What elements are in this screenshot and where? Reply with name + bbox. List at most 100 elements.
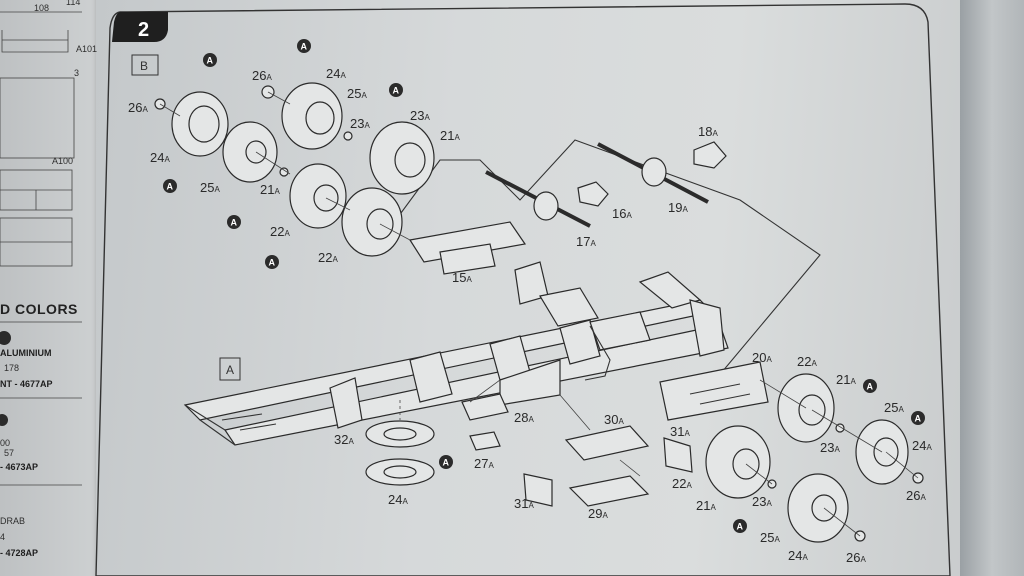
part-31a-left xyxy=(523,473,553,507)
part-label: 25A xyxy=(200,180,220,195)
paint-name-2: 00 xyxy=(0,438,10,448)
part-label: 22A xyxy=(797,354,817,369)
paint-name-3: DRAB xyxy=(0,516,25,526)
sidebar-part-drawing xyxy=(1,30,69,53)
part-label: 20A xyxy=(752,350,772,365)
sidebar-panel-drawing xyxy=(0,77,75,159)
svg-text:A: A xyxy=(443,458,450,468)
right-page xyxy=(960,0,1024,576)
callout-a-marker: A xyxy=(227,215,241,229)
part-label: 24A xyxy=(326,66,346,81)
colors-heading: D COLORS xyxy=(0,301,78,317)
part-label: 17A xyxy=(576,234,596,249)
sidebar-part-label-3: A100 xyxy=(52,156,73,166)
rear-axle xyxy=(659,361,769,421)
sidebar-part-label-2: 3 xyxy=(74,68,79,78)
box-a-label: A xyxy=(226,363,234,377)
part-label: 23A xyxy=(350,116,370,131)
svg-text:A: A xyxy=(915,414,922,424)
part-label: 24A xyxy=(150,150,170,165)
part-label: 21A xyxy=(260,182,280,197)
paint-ref-2: - 4673AP xyxy=(0,462,38,472)
part-29a xyxy=(568,475,650,507)
part-label: 21A xyxy=(696,498,716,513)
svg-text:A: A xyxy=(301,42,308,52)
part-label: 26A xyxy=(846,550,866,565)
callout-a-marker: A xyxy=(863,379,877,393)
part-label: 28A xyxy=(514,410,534,425)
callout-a-marker: A xyxy=(733,519,747,533)
part-label: 23A xyxy=(752,494,772,509)
paint-ref-1: NT - 4677AP xyxy=(0,379,53,389)
part-27a xyxy=(469,431,501,451)
callout-a-marker: A xyxy=(911,411,925,425)
part-label: 22A xyxy=(672,476,692,491)
part-label: 21A xyxy=(440,128,460,143)
callout-a-marker: A xyxy=(203,53,217,67)
paint-ref-3: - 4728AP xyxy=(0,548,38,558)
paint-icon xyxy=(0,331,11,345)
paint-code-1: 178 xyxy=(4,363,19,373)
step-badge: 2 xyxy=(112,12,168,42)
part-label: 15A xyxy=(452,270,472,285)
part-label: 24A xyxy=(788,548,808,563)
part-label: 27A xyxy=(474,456,494,471)
part-label: 25A xyxy=(760,530,780,545)
callout-a-marker: A xyxy=(297,39,311,53)
part-label: 24A xyxy=(388,492,408,507)
sidebar-number-1: 108 xyxy=(34,3,49,13)
callout-a-marker: A xyxy=(439,455,453,469)
sidebar-number-2: 114 xyxy=(66,0,80,7)
part-label: 22A xyxy=(270,224,290,239)
part-label: 32A xyxy=(334,432,354,447)
part-label: 30A xyxy=(604,412,624,427)
part-label: 23A xyxy=(820,440,840,455)
drive-shafts xyxy=(485,141,727,228)
part-30a xyxy=(564,425,650,461)
part-label: 18A xyxy=(698,124,718,139)
part-label: 25A xyxy=(347,86,367,101)
part-label: 22A xyxy=(318,250,338,265)
callout-markers: A A A A A A A A A A xyxy=(163,39,925,533)
part-label: 23A xyxy=(410,108,430,123)
part-label: 19A xyxy=(668,200,688,215)
svg-text:A: A xyxy=(167,182,174,192)
box-a xyxy=(219,357,241,381)
small-parts xyxy=(461,379,693,507)
svg-text:A: A xyxy=(231,218,238,228)
chassis-frame xyxy=(183,221,769,446)
callout-a-marker: A xyxy=(389,83,403,97)
svg-text:A: A xyxy=(269,258,276,268)
part-label: 25A xyxy=(884,400,904,415)
part-18a xyxy=(693,141,727,169)
part-label: 24A xyxy=(912,438,932,453)
part-label: 26A xyxy=(252,68,272,83)
part-label: 16A xyxy=(612,206,632,221)
sidebar: 108 114 A101 3 A100 D COLORS ALUMINIUM 1… xyxy=(0,0,97,558)
paint-code-3: 4 xyxy=(0,532,5,542)
part-label: 31A xyxy=(670,424,690,439)
box-b xyxy=(131,54,159,76)
part-label: 21A xyxy=(836,372,856,387)
part-label: 29A xyxy=(588,506,608,521)
callout-a-marker: A xyxy=(163,179,177,193)
paint-name-1: ALUMINIUM xyxy=(0,348,52,358)
part-label: 26A xyxy=(128,100,148,115)
front-axle xyxy=(409,221,527,263)
wheels-rear xyxy=(705,373,924,543)
svg-text:A: A xyxy=(867,382,874,392)
part-16a xyxy=(577,181,609,207)
instruction-frame xyxy=(95,3,951,576)
callout-leader xyxy=(383,139,821,373)
svg-text:A: A xyxy=(207,56,214,66)
sidebar-part-label-1: A101 xyxy=(76,44,97,54)
svg-text:A: A xyxy=(737,522,744,532)
part-label: 26A xyxy=(906,488,926,503)
part-28a xyxy=(461,393,509,421)
part-31a-right xyxy=(663,437,693,473)
spare-wheels xyxy=(365,400,435,486)
svg-text:A: A xyxy=(393,86,400,96)
box-b-label: B xyxy=(140,59,148,73)
